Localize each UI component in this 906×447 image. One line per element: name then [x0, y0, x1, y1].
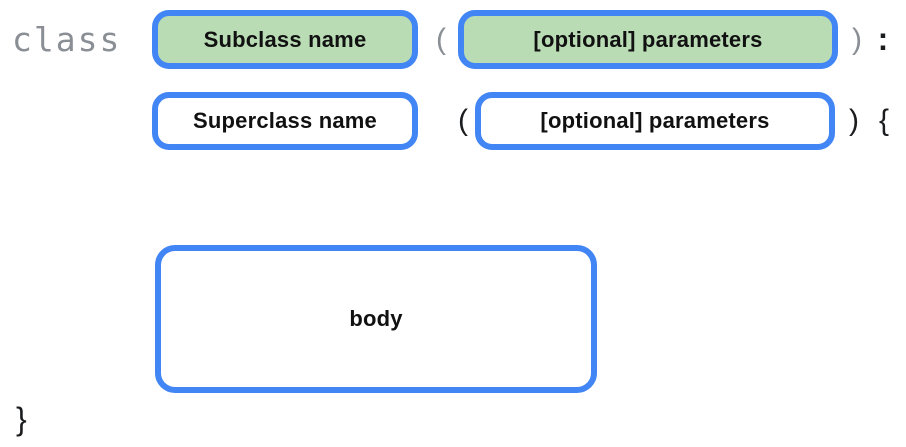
open-paren-row2: ( — [458, 104, 468, 137]
open-brace-punctuation: { — [878, 104, 890, 137]
colon-punctuation: : — [877, 21, 889, 57]
close-brace-punctuation: } — [16, 400, 27, 437]
close-paren-row2: ) — [849, 104, 859, 137]
superclass-parameters-box: [optional] parameters — [475, 92, 835, 150]
class-body-box: body — [155, 245, 597, 393]
subclass-name-box: Subclass name — [152, 10, 418, 69]
superclass-name-box: Superclass name — [152, 92, 418, 150]
close-paren-row1: ) — [852, 22, 862, 56]
constructor-parameters-box: [optional] parameters — [458, 10, 838, 69]
open-paren-row1: ( — [436, 22, 446, 56]
keyword-class: class — [12, 20, 122, 59]
